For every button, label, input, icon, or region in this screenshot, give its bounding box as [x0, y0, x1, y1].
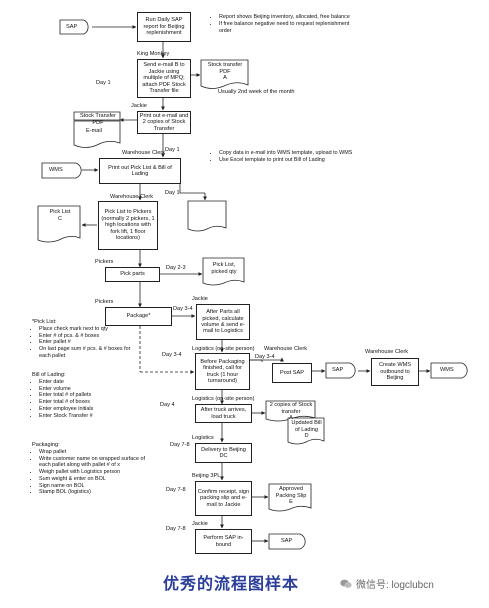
pick-list-qty-label: Pick List, picked qty — [211, 262, 237, 275]
pick-list-c-label: Pick List C — [49, 209, 71, 222]
after-parts-box: After Parts all picked, calculate volume… — [196, 304, 250, 340]
sap-end-label: SAP — [281, 538, 293, 544]
role-warehouse-clerk-3: Warehouse Clerk — [264, 346, 308, 352]
role-logistics-1: Logistics (on-site person) — [192, 346, 255, 352]
role-warehouse-clerk-4: Warehouse Clerk — [365, 349, 409, 355]
wms-right-label: WMS — [440, 367, 454, 373]
role-beijing-3pl: Beijing 3PL — [192, 473, 221, 479]
note-item: If free balance negative need to request… — [219, 21, 352, 35]
day-label: Day 1 — [96, 80, 111, 86]
send-email-box: Send e-mail B to Jackie using multiple o… — [137, 59, 191, 98]
wechat-icon — [340, 579, 352, 588]
packaging-notes: Packaging: Wrap pallet Write customer na… — [32, 442, 150, 496]
day-label: Day 3-4 — [173, 306, 193, 312]
post-sap-box: Post SAP — [272, 363, 312, 383]
note-item: Enter volume — [39, 386, 132, 393]
role-warehouse-clerk-1: Warehouse Clerk — [122, 150, 166, 156]
note-item: Enter total # of boxes — [39, 399, 132, 406]
day-label: Day 7-8 — [170, 442, 190, 448]
day-label: Day 7-8 — [166, 487, 186, 493]
role-king-monkey: King Monkey — [137, 51, 170, 57]
role-jackie-2: Jackie — [192, 296, 208, 302]
note-item: Wrap pallet — [39, 449, 150, 456]
report-notes: Report shows Beijing inventory, allocate… — [212, 14, 352, 34]
stock-transfer-pdf-label: Stock Transfer PDF — [79, 113, 117, 126]
sap-mid-label: SAP — [332, 367, 344, 373]
role-warehouse-clerk-2: Warehouse Clerk — [110, 194, 154, 200]
day-label: Day 2-3 — [166, 265, 186, 271]
sap-start-label: SAP — [66, 24, 78, 30]
pick-list-notes-title: *Pick List: — [32, 319, 57, 325]
note-item: Weigh pallet with Logistics person — [39, 469, 150, 476]
run-report-box: Run Daily SAP report for Beijing repleni… — [137, 12, 191, 42]
create-wms-box: Create WMS outbound to Beijing — [371, 358, 419, 386]
role-jackie-1: Jackie — [131, 103, 147, 109]
day-label: Day 4 — [160, 402, 175, 408]
note-item: Report shows Beijing inventory, allocate… — [219, 14, 352, 21]
note-item: Stamp BOL (logistics) — [39, 489, 150, 496]
note-item: Enter Stock Transfer # — [39, 413, 132, 420]
note-item: Enter # of pcs. & # boxes — [39, 333, 132, 340]
note-item: Place check mark next to qty — [39, 326, 132, 333]
print-pick-list-box: Print out Pick List & Bill of Lading — [99, 158, 181, 184]
usually-note: Usually 2nd week of the month — [218, 89, 295, 95]
truck-arrives-box: After truck arrives, load truck — [195, 404, 252, 423]
note-item: Enter total # of pallets — [39, 392, 132, 399]
note-item: Sign name on BOL — [39, 483, 150, 490]
day-label: Day 1 — [165, 190, 180, 196]
packaging-notes-title: Packaging: — [32, 442, 60, 448]
bol-notes-title: Bill of Lading: — [32, 372, 66, 378]
role-logistics-3: Logistics — [192, 435, 214, 441]
day-label: Day 3-4 — [255, 354, 275, 360]
stock-transfer-a-label: Stock transfer PDF A — [207, 62, 243, 82]
day-label: Day 7-8 — [166, 526, 186, 532]
email-label: E-mail — [86, 128, 102, 134]
approved-packing-label: Approved Packing Slip E — [275, 486, 307, 506]
footer-wechat: 微信号: logclubcn — [340, 576, 434, 591]
note-item: Sum weight & enter on BOL — [39, 476, 150, 483]
sap-start-shape — [59, 19, 89, 35]
note-item: Copy data in e-mail into WMS template, u… — [219, 150, 362, 157]
footer-title: 优秀的流程图样本 — [163, 576, 300, 593]
delivery-beijing-box: Delivery to Beijing DC — [195, 443, 252, 463]
note-item: Enter employee initials — [39, 406, 132, 413]
pick-list-pickers-box: Pick List to Pickers (normally 2 pickers… — [98, 201, 158, 250]
updated-bol-label: Updated Bill of Lading D — [291, 420, 322, 440]
copies-stock-transfer-label: 2 copies of Stock transfer A — [269, 402, 313, 422]
note-item: Enter date — [39, 379, 132, 386]
bol-notes: Bill of Lading: Enter date Enter volume … — [32, 372, 132, 419]
day-label: Day 3-4 — [162, 352, 182, 358]
note-item: Use Excel template to print out Bill of … — [219, 157, 362, 164]
note-item: Enter pallet # — [39, 339, 132, 346]
wms-notes: Copy data in e-mail into WMS template, u… — [212, 150, 362, 164]
perform-sap-box: Perform SAP in-bound — [195, 529, 252, 554]
role-pickers-2: Pickers — [95, 299, 114, 305]
package-box: Package* — [105, 307, 172, 326]
role-pickers-1: Pickers — [95, 259, 114, 265]
role-logistics-2: Logistics (on-site person) — [192, 396, 255, 402]
note-item: Write customer name on wrapped surface o… — [39, 456, 150, 470]
print-email-box: Print out e-mail and 2 copies of Stock T… — [137, 111, 191, 134]
before-packaging-box: Before Packaging finished, call for truc… — [195, 353, 250, 390]
stock-transfer-a-shape — [200, 59, 249, 89]
pick-list-notes: *Pick List: Place check mark next to qty… — [32, 319, 132, 360]
wechat-id: 微信号: logclubcn — [356, 580, 434, 591]
pick-parts-box: Pick parts — [105, 267, 160, 282]
day-label: Day 1 — [165, 147, 180, 153]
confirm-receipt-box: Confirm receipt, sign packing slip and e… — [195, 481, 252, 516]
wms-left-label: WMS — [49, 167, 63, 173]
role-jackie-3: Jackie — [192, 521, 208, 527]
note-item: On last page sum # pcs. & # boxes for ea… — [39, 346, 132, 360]
